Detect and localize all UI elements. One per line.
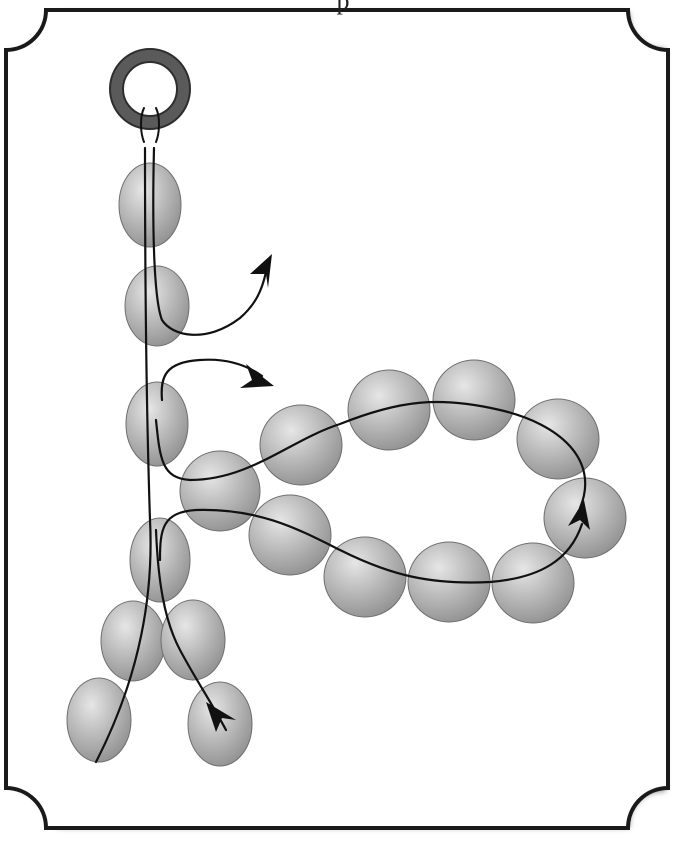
bead bbox=[125, 266, 189, 346]
bead bbox=[67, 678, 131, 762]
bead bbox=[260, 405, 342, 485]
bead bbox=[517, 399, 599, 479]
caption-fragment: p bbox=[0, 0, 686, 14]
bead bbox=[348, 370, 430, 450]
bead bbox=[433, 360, 515, 440]
bead bbox=[119, 163, 181, 247]
bead bbox=[188, 682, 252, 766]
bead bbox=[249, 495, 331, 575]
bead bbox=[161, 600, 225, 680]
jump-ring-icon bbox=[110, 49, 190, 129]
bead bbox=[180, 451, 260, 531]
